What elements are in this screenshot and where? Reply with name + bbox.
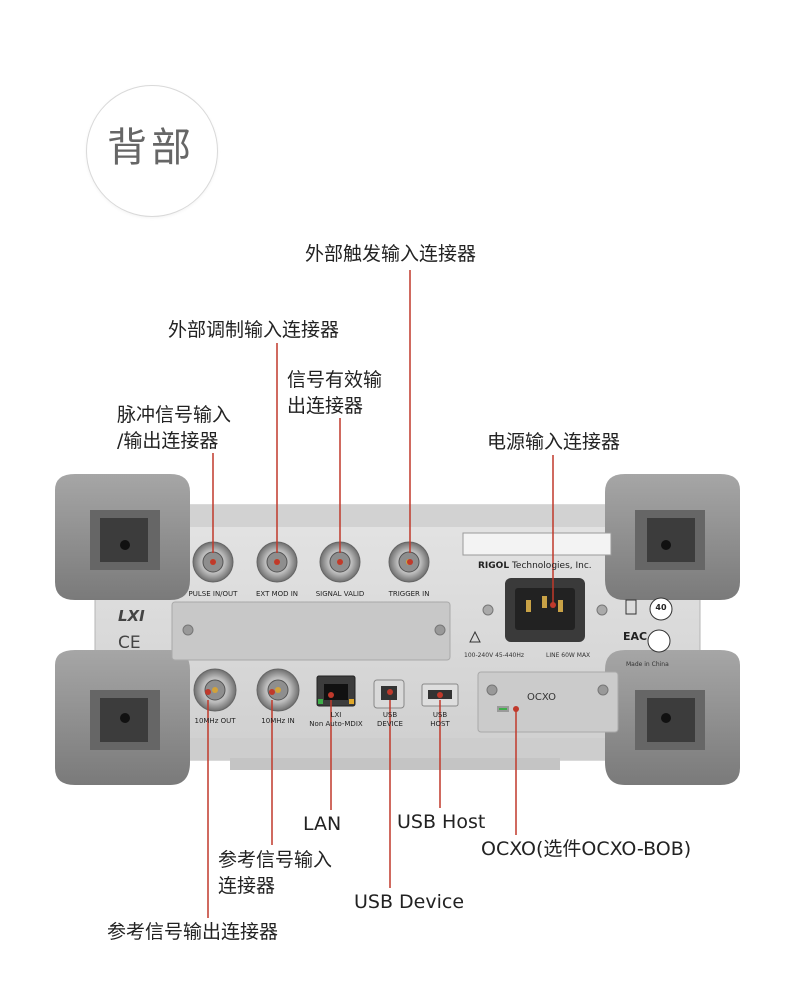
chassis-foot xyxy=(230,758,560,770)
label-usb-host-2: HOST xyxy=(430,720,450,728)
lan-port xyxy=(316,675,356,707)
label-lxi: LXI xyxy=(330,711,342,719)
section-title: 背部 xyxy=(107,125,195,171)
power-rating-2: LINE 60W MAX xyxy=(546,652,591,659)
lxi-logo: LXI xyxy=(118,607,145,625)
label-10mhz-out: 10MHz OUT xyxy=(194,717,236,725)
bumper-top-left xyxy=(55,474,190,600)
label-non-auto-mdix: Non Auto-MDIX xyxy=(309,720,363,728)
bumper-top-right xyxy=(605,474,740,600)
brand-name: RIGOL xyxy=(478,561,510,571)
label-ocxo: OCXO xyxy=(527,692,556,703)
callout-power: 电源输入连接器 xyxy=(487,431,621,453)
leader-lines xyxy=(207,270,554,918)
label-usb-host-1: USB xyxy=(432,711,448,719)
bnc-10mhz-in xyxy=(256,668,300,712)
brand-line: RIGOL Technologies, Inc. xyxy=(478,561,592,571)
label-pulse-io: PULSE IN/OUT xyxy=(188,590,238,598)
callout-ref-in-line2: 连接器 xyxy=(218,875,276,897)
label-10mhz-in: 10MHz IN xyxy=(261,717,295,725)
callout-usb-device: USB Device xyxy=(354,891,465,913)
forty-badge-circle xyxy=(649,597,673,621)
callout-lan: LAN xyxy=(303,813,342,835)
power-rating-1: 100-240V 45-440Hz xyxy=(464,652,524,659)
blank-plate xyxy=(171,601,451,661)
bnc-10mhz-out xyxy=(193,668,237,712)
brand-suffix: Technologies, Inc. xyxy=(511,561,592,571)
chassis-top-rail xyxy=(95,505,700,527)
eac-mark: EAC xyxy=(623,630,648,643)
label-usb-device-2: DEVICE xyxy=(377,720,403,728)
callout-external-mod: 外部调制输入连接器 xyxy=(168,319,340,341)
serial-label xyxy=(462,532,612,556)
made-in-china: Made in China xyxy=(626,661,669,668)
forty-badge-text: 40 xyxy=(655,603,667,612)
callout-usb-host: USB Host xyxy=(397,811,486,833)
label-signal-valid: SIGNAL VALID xyxy=(315,590,365,598)
label-ext-mod-in: EXT MOD IN xyxy=(255,590,299,598)
ocxo-plate xyxy=(477,671,619,733)
ce-mark: CE xyxy=(118,633,141,653)
callout-signal-valid-line2: 出连接器 xyxy=(287,395,364,417)
leader-dots xyxy=(205,559,556,712)
callout-ref-out: 参考信号输出连接器 xyxy=(107,921,279,943)
callout-ref-in-line1: 参考信号输入 xyxy=(218,849,333,871)
bin-symbol xyxy=(625,599,637,615)
callout-external-trigger: 外部触发输入连接器 xyxy=(305,243,477,265)
callout-pulse-line1: 脉冲信号输入 xyxy=(117,404,232,426)
section-badge xyxy=(86,85,218,217)
warning-triangle xyxy=(469,630,481,643)
callout-pulse-line2: /输出连接器 xyxy=(117,430,219,452)
bumper-bottom-left xyxy=(55,650,190,785)
label-usb-device-1: USB xyxy=(382,711,398,719)
label-trigger-in: TRIGGER IN xyxy=(388,590,430,598)
callout-ocxo: OCXO(选件OCXO-BOB) xyxy=(481,838,692,860)
chassis-bottom-rail xyxy=(95,738,700,760)
bumper-bottom-right xyxy=(605,650,740,785)
recycle-circle xyxy=(647,629,671,653)
callout-signal-valid-line1: 信号有效输 xyxy=(287,369,383,391)
